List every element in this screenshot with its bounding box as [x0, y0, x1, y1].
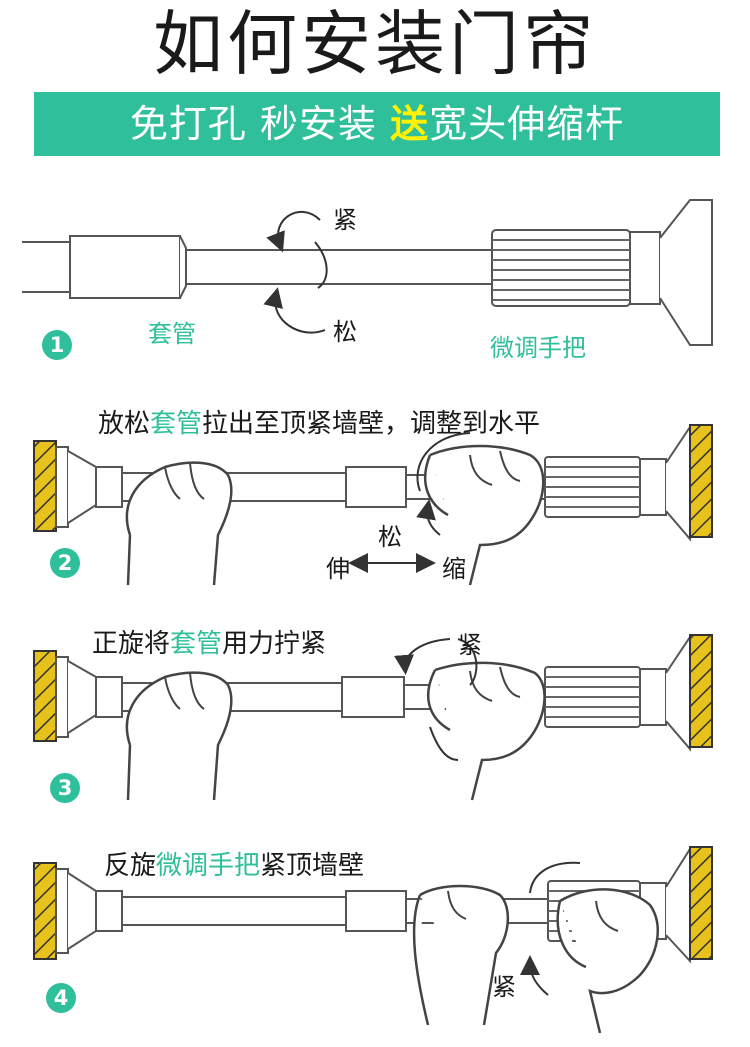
banner-text: 免打孔 秒安装 送宽头伸缩杆 [129, 102, 625, 146]
label-tighten: 紧 [492, 973, 516, 1001]
label-loosen: 松 [378, 523, 402, 551]
step-1-illustration [22, 199, 713, 346]
label-handle: 微调手把 [490, 334, 586, 362]
step-3-number: 3 [50, 773, 80, 803]
label-extend: 伸 [326, 555, 350, 583]
step-4-illustration [33, 845, 713, 1034]
label-shrink: 缩 [442, 555, 466, 583]
label-sleeve: 套管 [148, 320, 196, 348]
step-1-panel: 紧 松 套管 微调手把 1 [0, 170, 750, 375]
step-4-instruction: 反旋微调手把紧顶墙壁 [104, 851, 365, 881]
promo-banner: 免打孔 秒安装 送宽头伸缩杆 [34, 92, 720, 156]
step-2-instruction: 放松套管拉出至顶紧墙壁，调整到水平 [98, 409, 541, 439]
label-tighten: 紧 [458, 631, 482, 659]
banner-highlight: 送 [390, 102, 430, 146]
step-2-panel: 放松套管拉出至顶紧墙壁，调整到水平 [0, 395, 750, 595]
step-2-number: 2 [50, 548, 80, 578]
page-title: 如何安装门帘 [153, 3, 597, 85]
step-3-instruction: 正旋将套管用力拧紧 [92, 629, 327, 659]
step-4-panel: 反旋微调手把紧顶墙壁 [0, 835, 750, 1047]
step-4-number: 4 [46, 983, 76, 1013]
step-3-illustration [33, 633, 713, 801]
step-2-illustration [33, 423, 713, 586]
label-tighten: 紧 [333, 206, 357, 234]
step-3-panel: 正旋将套管用力拧紧 [0, 615, 750, 815]
step-1-number: 1 [42, 330, 72, 360]
label-loosen: 松 [333, 318, 357, 346]
